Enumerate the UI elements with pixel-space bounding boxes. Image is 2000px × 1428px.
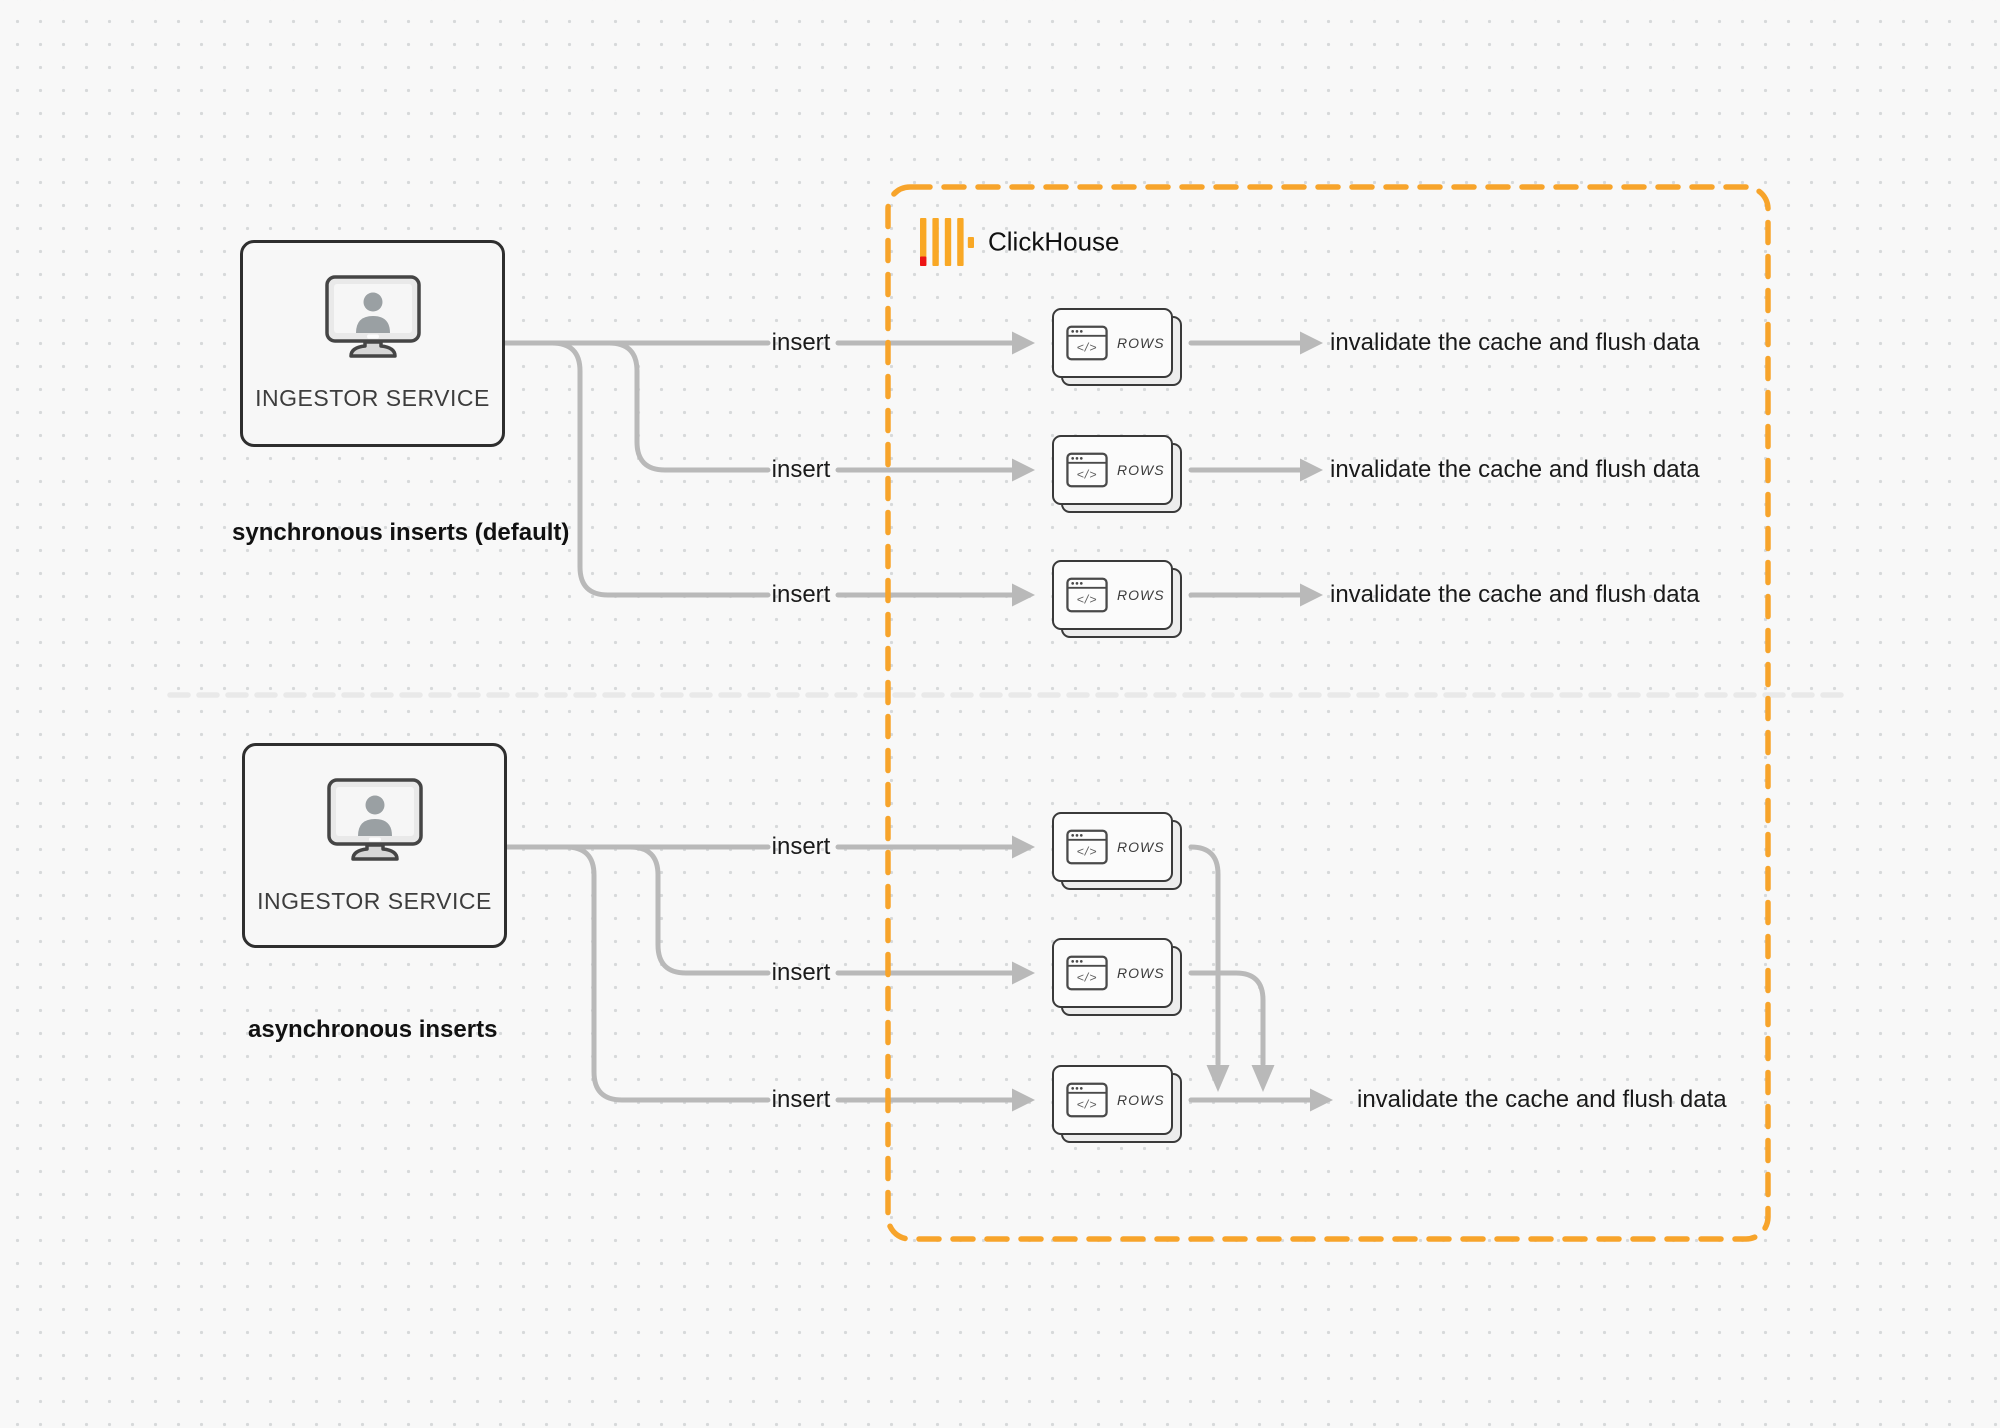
rows-card-label: ROWS <box>1117 1092 1165 1108</box>
ingestor-service-box-sync: INGESTOR SERVICE <box>240 240 505 447</box>
code-window-icon: </> <box>1066 1082 1108 1118</box>
insert-label-sync-3: insert <box>771 581 831 608</box>
rows-card-async-1: </> ROWS <box>1052 812 1183 891</box>
code-window-icon: </> <box>1066 325 1108 361</box>
card-front: </> ROWS <box>1052 308 1173 378</box>
rows-card-sync-2: </> ROWS <box>1052 435 1183 514</box>
rows-card-async-3: </> ROWS <box>1052 1065 1183 1144</box>
svg-text:</>: </> <box>1077 845 1098 859</box>
svg-text:</>: </> <box>1077 341 1098 355</box>
result-label-sync-1: invalidate the cache and flush data <box>1330 329 1700 356</box>
card-front: </> ROWS <box>1052 435 1173 505</box>
rows-card-sync-1: </> ROWS <box>1052 308 1183 387</box>
ingestor-service-label: INGESTOR SERVICE <box>255 385 490 411</box>
clickhouse-logo-icon <box>920 218 974 266</box>
monitor-user-icon <box>326 778 423 861</box>
insert-label-async-2: insert <box>771 959 831 986</box>
card-front: </> ROWS <box>1052 812 1173 882</box>
svg-text:</>: </> <box>1077 1098 1098 1112</box>
ingestor-service-label: INGESTOR SERVICE <box>257 888 492 914</box>
rows-card-label: ROWS <box>1117 839 1165 855</box>
code-window-icon: </> <box>1066 577 1108 613</box>
monitor-user-icon <box>324 275 421 358</box>
svg-text:</>: </> <box>1077 468 1098 482</box>
rows-card-async-2: </> ROWS <box>1052 938 1183 1017</box>
rows-card-label: ROWS <box>1117 587 1165 603</box>
code-window-icon: </> <box>1066 829 1108 865</box>
insert-label-sync-1: insert <box>771 329 831 356</box>
rows-card-label: ROWS <box>1117 335 1165 351</box>
sync-caption: synchronous inserts (default) <box>232 519 570 546</box>
code-window-icon: </> <box>1066 955 1108 991</box>
svg-text:</>: </> <box>1077 593 1098 607</box>
rows-card-sync-3: </> ROWS <box>1052 560 1183 639</box>
code-window-icon: </> <box>1066 452 1108 488</box>
result-label-sync-3: invalidate the cache and flush data <box>1330 581 1700 608</box>
insert-label-async-1: insert <box>771 833 831 860</box>
result-label-async: invalidate the cache and flush data <box>1357 1086 1727 1113</box>
insert-label-async-3: insert <box>771 1086 831 1113</box>
result-label-sync-2: invalidate the cache and flush data <box>1330 456 1700 483</box>
rows-card-label: ROWS <box>1117 462 1165 478</box>
card-front: </> ROWS <box>1052 1065 1173 1135</box>
async-caption: asynchronous inserts <box>248 1016 498 1043</box>
rows-card-label: ROWS <box>1117 965 1165 981</box>
card-front: </> ROWS <box>1052 938 1173 1008</box>
insert-label-sync-2: insert <box>771 456 831 483</box>
async-connectors <box>504 844 1313 1103</box>
card-front: </> ROWS <box>1052 560 1173 630</box>
ingestor-service-box-async: INGESTOR SERVICE <box>242 743 507 948</box>
user-silhouette-icon <box>365 795 384 815</box>
clickhouse-label: ClickHouse <box>988 226 1120 257</box>
user-silhouette-icon <box>363 292 382 312</box>
svg-text:</>: </> <box>1077 971 1098 985</box>
